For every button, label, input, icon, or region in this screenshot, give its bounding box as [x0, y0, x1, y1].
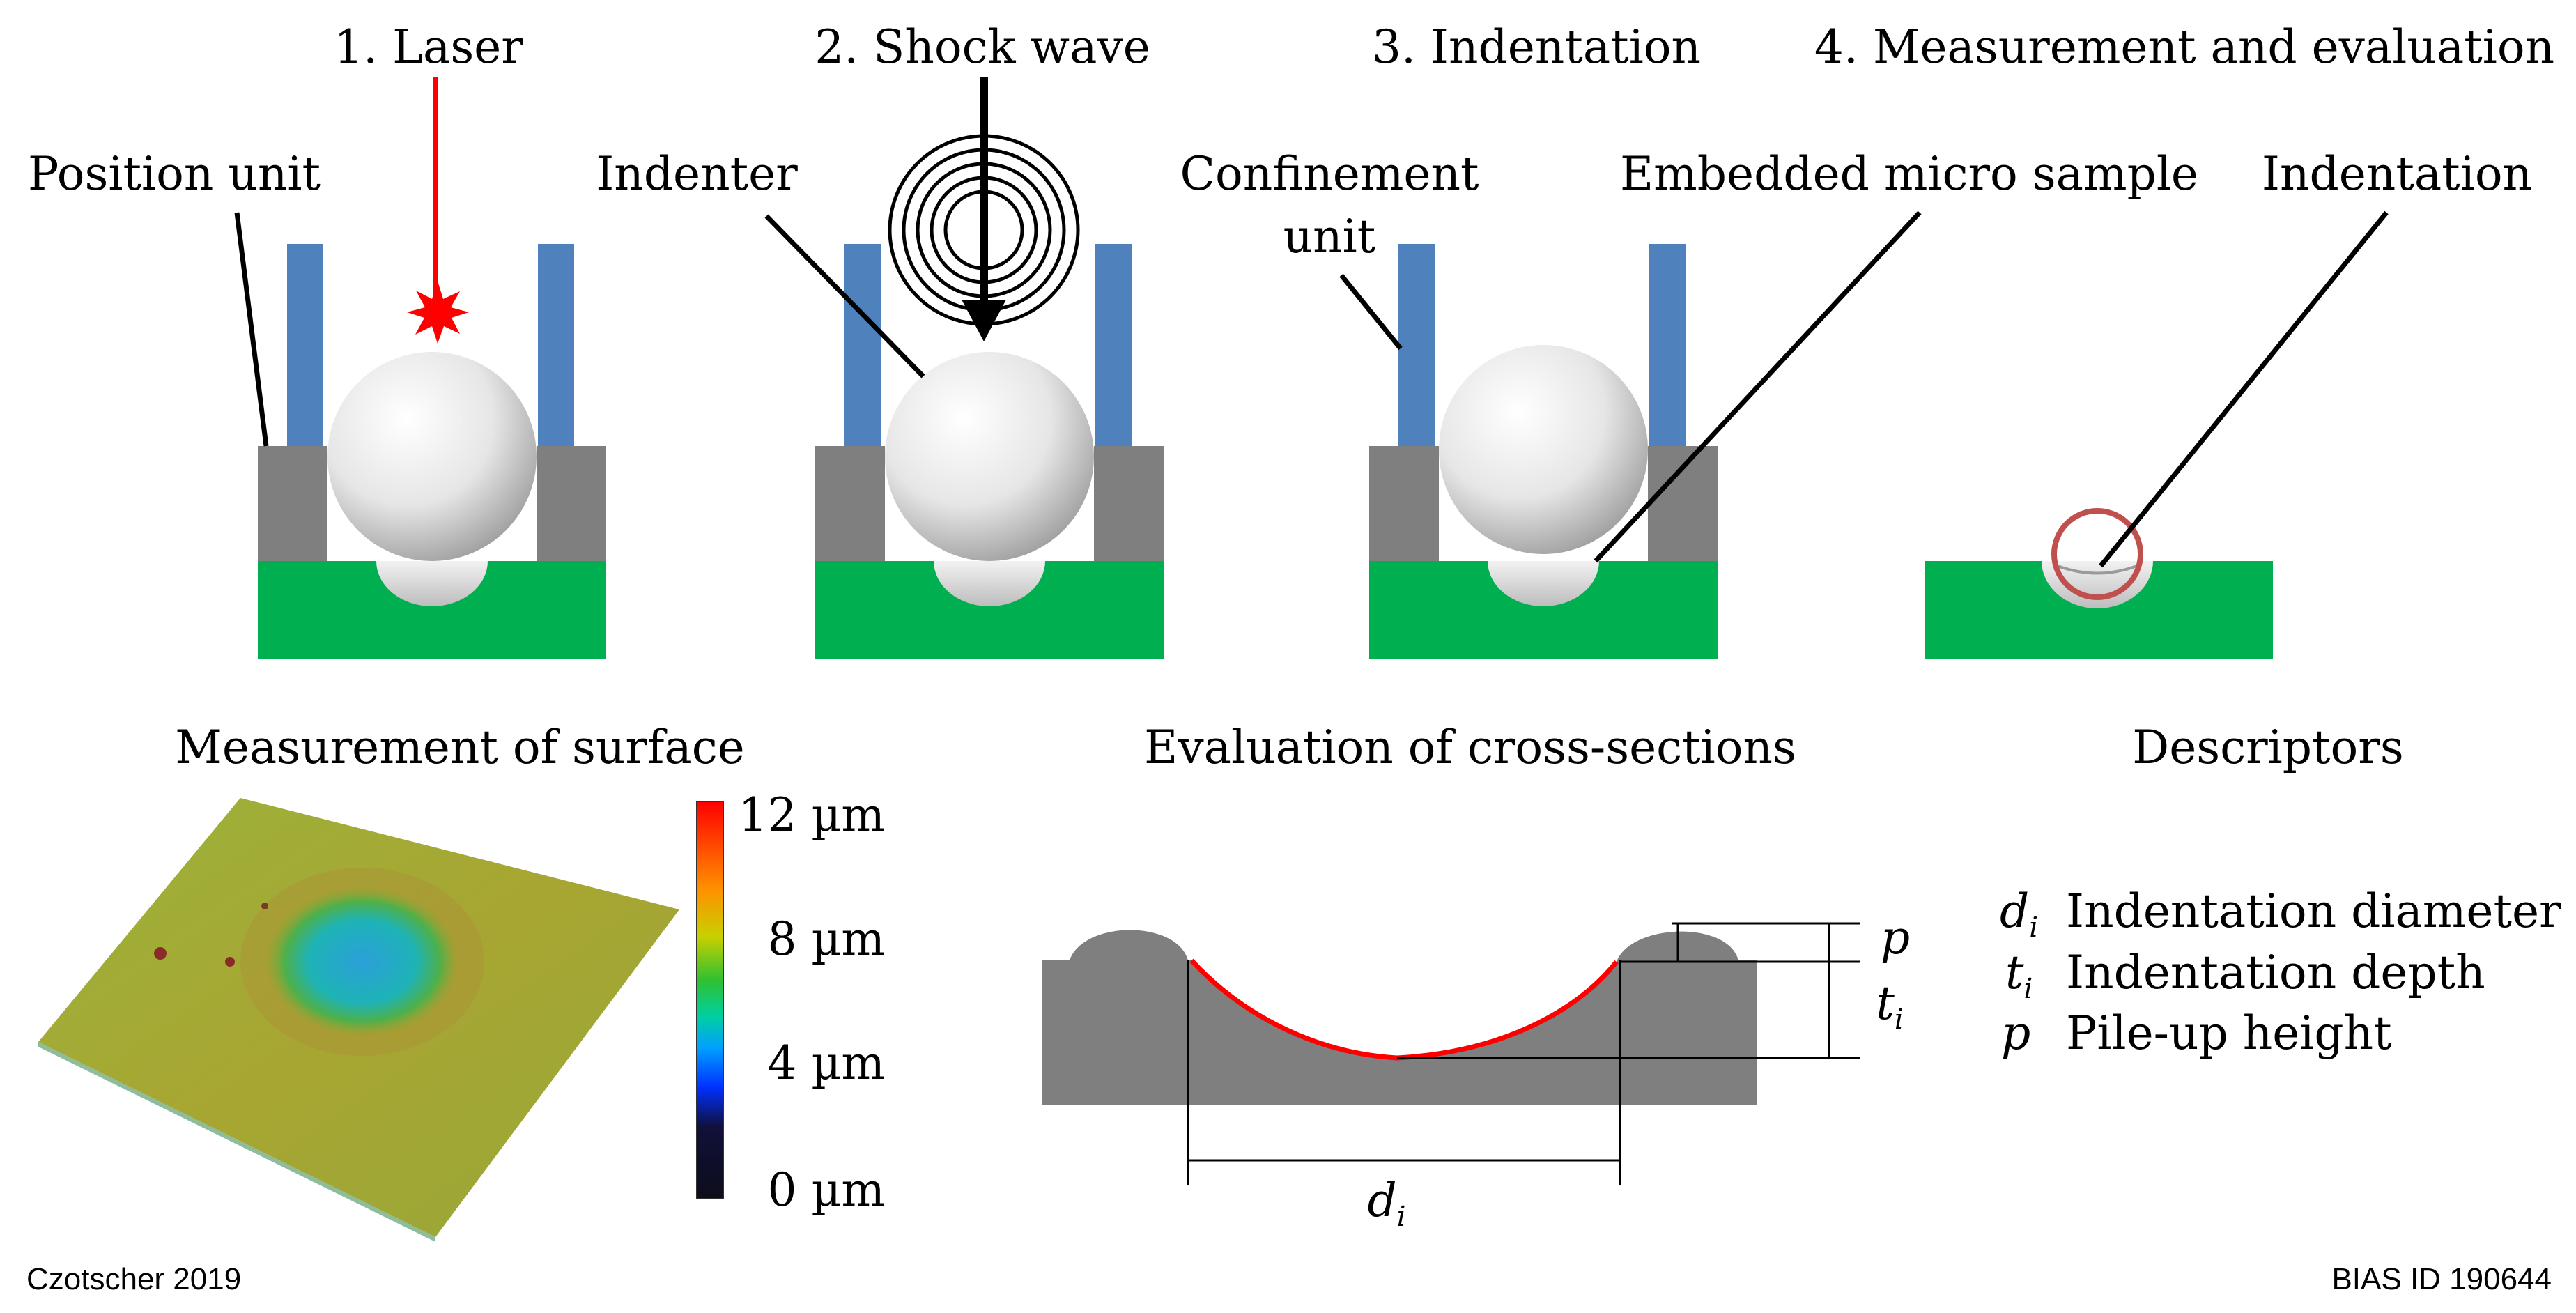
- confinement-right-1: [538, 244, 574, 446]
- surface-speck-3: [261, 903, 268, 909]
- surface-edge: [38, 1042, 435, 1242]
- colorbar-tick-4: 4 µm: [768, 1036, 885, 1090]
- confinement-right-3: [1649, 244, 1686, 446]
- label-confinement-line2: unit: [1283, 210, 1376, 263]
- label-confinement-line1: Confinement: [1180, 147, 1479, 201]
- step-3-title: 3. Indentation: [1372, 20, 1701, 74]
- section-evaluation-title: Evaluation of cross-sections: [1144, 721, 1796, 774]
- step-2-title: 2. Shock wave: [815, 20, 1150, 74]
- step-4-title: 4. Measurement and evaluation: [1814, 20, 2554, 74]
- surface-speck-2: [225, 957, 235, 967]
- label-embedded-sample: Embedded micro sample: [1620, 147, 2198, 201]
- step-1-title: 1. Laser: [334, 20, 523, 74]
- pointer-position-unit: [234, 212, 269, 447]
- position-unit-left-1: [258, 446, 327, 561]
- colorbar-gradient: [696, 801, 724, 1199]
- confinement-left-2: [844, 244, 881, 446]
- micro-sample-4: [2042, 561, 2153, 608]
- dim-label-ti: ti: [1876, 976, 1903, 1036]
- confinement-left-3: [1398, 244, 1435, 446]
- pointer-indenter: [764, 214, 925, 378]
- colorbar-tick-0: 0 µm: [768, 1163, 885, 1217]
- label-indenter: Indenter: [596, 147, 798, 201]
- colorbar: 12 µm 8 µm 4 µm 0 µm: [696, 788, 885, 1217]
- section-descriptors-title: Descriptors: [2132, 721, 2403, 774]
- pointer-embedded-sample: [1594, 210, 1922, 563]
- section-measurement-title: Measurement of surface: [175, 721, 745, 774]
- micro-sample-1: [376, 561, 488, 606]
- dimension-lines: [1187, 922, 1860, 1185]
- setup-2: [764, 77, 1164, 659]
- footer-author: Czotscher 2019: [26, 1262, 241, 1296]
- micro-sample-2: [934, 561, 1045, 606]
- laser-spark-icon: [407, 281, 469, 344]
- surface-speck-1: [154, 947, 167, 960]
- indenter-sphere-1: [327, 352, 537, 561]
- indentation-dimple: [265, 886, 460, 1037]
- pointer-indentation: [2099, 210, 2389, 568]
- setup-4: [1925, 210, 2389, 659]
- colorbar-tick-8: 8 µm: [768, 912, 885, 966]
- surface-measurement-3d: [38, 798, 679, 1242]
- position-unit-right-1: [537, 446, 606, 561]
- position-unit-right-2: [1094, 446, 1164, 561]
- dim-label-di: di: [1367, 1174, 1405, 1233]
- dim-label-p: p: [1881, 911, 1910, 965]
- label-indentation: Indentation: [2262, 147, 2532, 201]
- confinement-left-1: [287, 244, 323, 446]
- colorbar-tick-12: 12 µm: [739, 788, 885, 842]
- position-unit-left-2: [815, 446, 885, 561]
- micro-sample-3: [1488, 561, 1599, 606]
- position-unit-right-3: [1648, 446, 1718, 561]
- setup-1: [234, 77, 606, 659]
- confinement-right-2: [1095, 244, 1132, 446]
- label-position-unit: Position unit: [28, 147, 321, 201]
- pointer-confinement-unit: [1339, 273, 1403, 351]
- indent-dimple-4: [2053, 563, 2141, 575]
- cross-section-profile: [1042, 930, 1757, 1105]
- footer-id: BIAS ID 190644: [2331, 1262, 2552, 1296]
- position-unit-left-3: [1369, 446, 1439, 561]
- cross-section: di p ti: [1042, 911, 1910, 1233]
- indentation-highlight-circle: [2051, 508, 2143, 600]
- indenter-sphere-2: [885, 352, 1094, 561]
- setup-3: [1339, 210, 1922, 659]
- indenter-sphere-3: [1439, 345, 1648, 554]
- shock-arrow-head: [962, 300, 1006, 341]
